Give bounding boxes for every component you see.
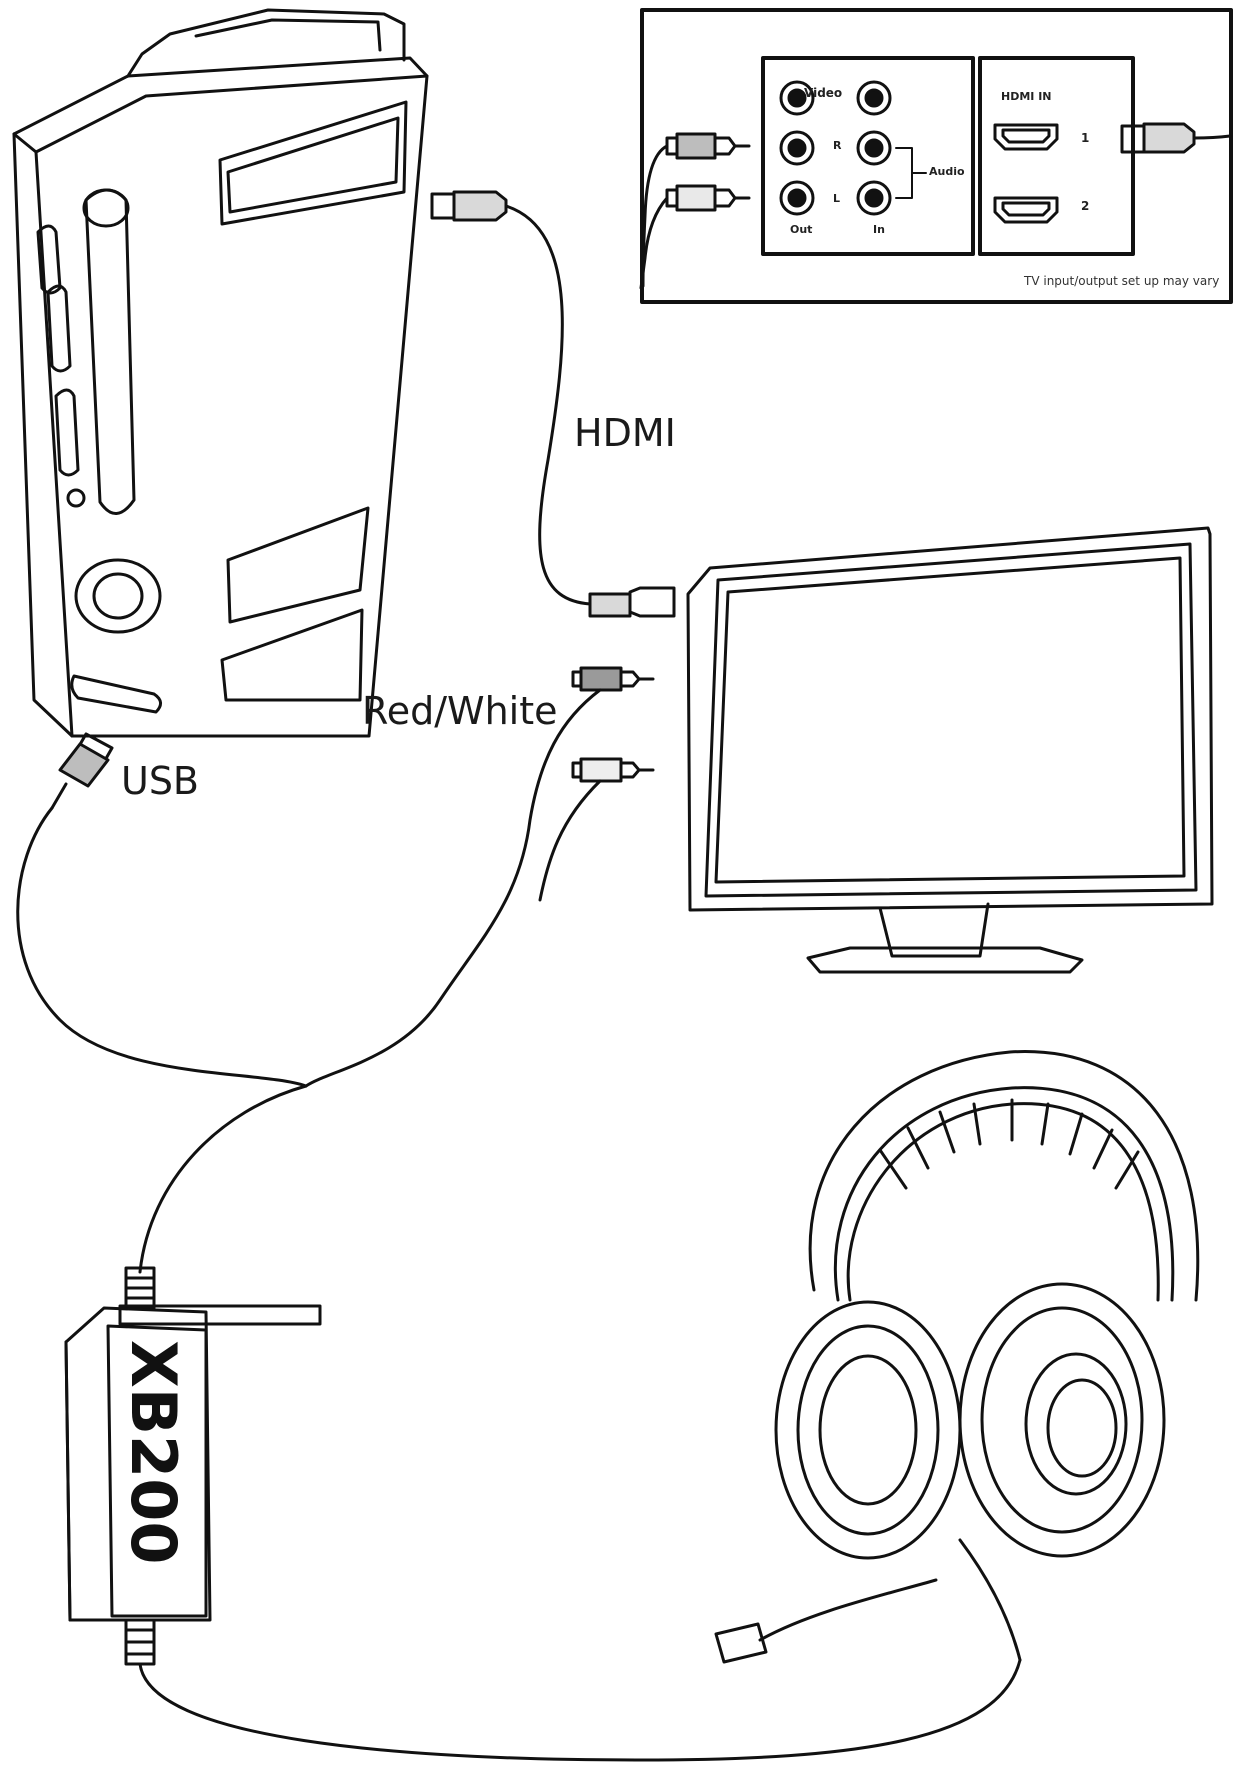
hdmi-plug-icon xyxy=(1120,122,1232,154)
rca-plug-icon xyxy=(639,132,751,290)
usb-cable-label: USB xyxy=(121,759,200,803)
game-console xyxy=(12,8,429,738)
inset-hdmi-in-label: HDMI IN xyxy=(1001,90,1052,103)
inset-port-2-label: 2 xyxy=(1081,199,1090,213)
rca-jack-icon xyxy=(779,80,892,216)
amp-logo: XB200 xyxy=(117,1340,190,1564)
inset-left-label: L xyxy=(833,192,841,205)
inset-in-label: In xyxy=(873,223,885,236)
inset-note: TV input/output set up may vary xyxy=(1024,274,1220,288)
svg-text:XB200: XB200 xyxy=(117,1340,190,1564)
inset-right-label: R xyxy=(833,139,842,152)
hdmi-cable-label: HDMI xyxy=(574,411,676,455)
inset-audio-label: Audio xyxy=(929,165,965,178)
hdmi-cable xyxy=(430,190,676,618)
hdmi-port-icon xyxy=(993,123,1059,224)
usb-cable xyxy=(16,732,308,1088)
red-white-cable xyxy=(138,666,655,1274)
tv-port-inset xyxy=(639,8,1233,304)
inset-port-1-label: 1 xyxy=(1081,131,1090,145)
inset-video-label: Video xyxy=(804,86,843,100)
inset-out-label: Out xyxy=(790,223,813,236)
tv-monitor xyxy=(686,526,1214,974)
red-white-cable-label: Red/White xyxy=(362,689,558,733)
headset xyxy=(714,1050,1200,1664)
inline-amp-controller xyxy=(64,1266,1022,1762)
